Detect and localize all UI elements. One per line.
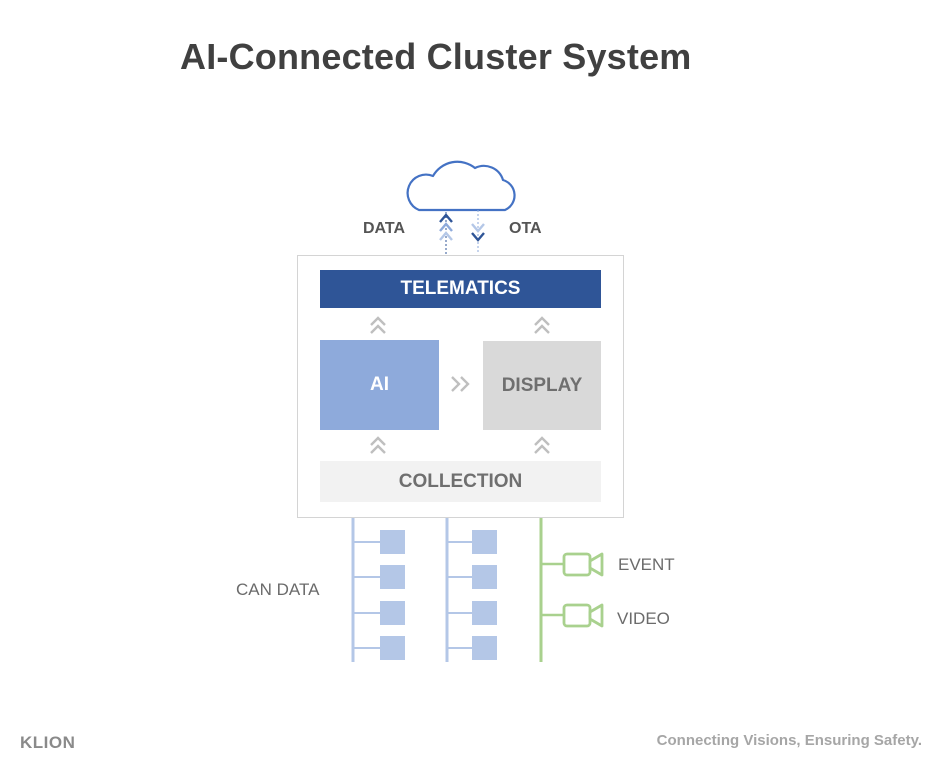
event-label: EVENT bbox=[618, 555, 675, 574]
tagline: Connecting Visions, Ensuring Safety. bbox=[656, 732, 922, 749]
chevron-up-icon bbox=[534, 436, 550, 454]
chevron-up-icon bbox=[534, 316, 550, 334]
ai-block: AI bbox=[320, 340, 439, 430]
can-node bbox=[472, 565, 497, 589]
camera-icon bbox=[562, 603, 604, 628]
display-block: DISPLAY bbox=[483, 341, 601, 430]
can-node bbox=[380, 565, 405, 589]
data-upload-arrow bbox=[439, 212, 453, 254]
camera-icon bbox=[562, 552, 604, 577]
can-data-bus bbox=[351, 518, 497, 662]
can-node bbox=[472, 601, 497, 625]
data-label: DATA bbox=[363, 220, 406, 237]
can-node bbox=[380, 601, 405, 625]
camera-bus bbox=[539, 518, 604, 662]
cloud-link-arrows bbox=[439, 210, 485, 254]
can-data-label: CAN DATA bbox=[236, 580, 320, 599]
can-node bbox=[380, 530, 405, 554]
chevron-right-icon bbox=[451, 376, 470, 392]
page-title: AI-Connected Cluster System bbox=[180, 36, 692, 77]
can-bus-right bbox=[445, 518, 497, 662]
ota-download-arrow bbox=[471, 210, 485, 254]
video-label: VIDEO bbox=[617, 609, 670, 628]
collection-block: COLLECTION bbox=[320, 461, 601, 502]
chevron-up-icon bbox=[370, 316, 386, 334]
chevron-up-icon bbox=[370, 436, 386, 454]
can-bus-left bbox=[351, 518, 405, 662]
can-node bbox=[380, 636, 405, 660]
can-node bbox=[472, 530, 497, 554]
cloud-icon bbox=[406, 160, 516, 212]
can-node bbox=[472, 636, 497, 660]
brand-logo: KLION bbox=[20, 733, 76, 752]
telematics-block: TELEMATICS bbox=[320, 270, 601, 308]
ota-label: OTA bbox=[509, 220, 542, 237]
